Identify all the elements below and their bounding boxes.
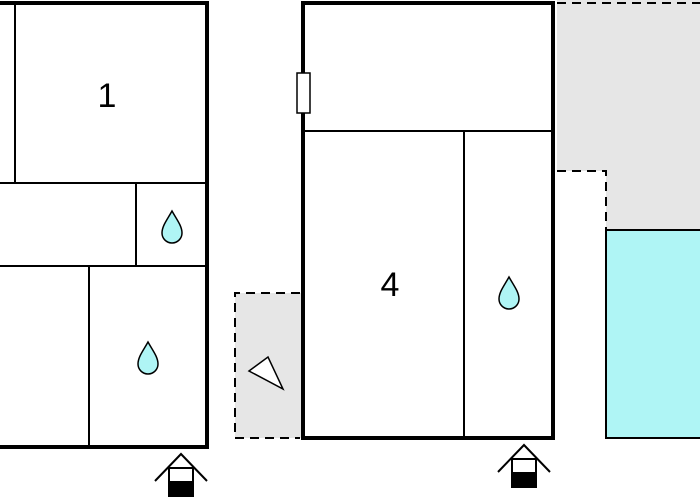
room-label-4: 4 <box>381 266 400 304</box>
terrace-right <box>557 0 700 230</box>
right-building-outline <box>301 1 555 440</box>
left-building <box>0 1 209 449</box>
water-drop-icon <box>137 340 159 375</box>
terrace-right-border <box>557 2 700 230</box>
fireplace-icon <box>247 355 285 391</box>
terrace-left-border <box>234 292 300 439</box>
room-label-1: 1 <box>98 77 117 115</box>
entrance-icon <box>497 443 551 488</box>
water-drop-icon <box>161 209 183 244</box>
water-drop-icon <box>498 275 520 310</box>
pool <box>605 229 700 439</box>
window-icon <box>296 72 311 114</box>
entrance-icon <box>154 452 208 497</box>
right-building <box>301 1 555 440</box>
left-building-outline <box>0 1 209 449</box>
